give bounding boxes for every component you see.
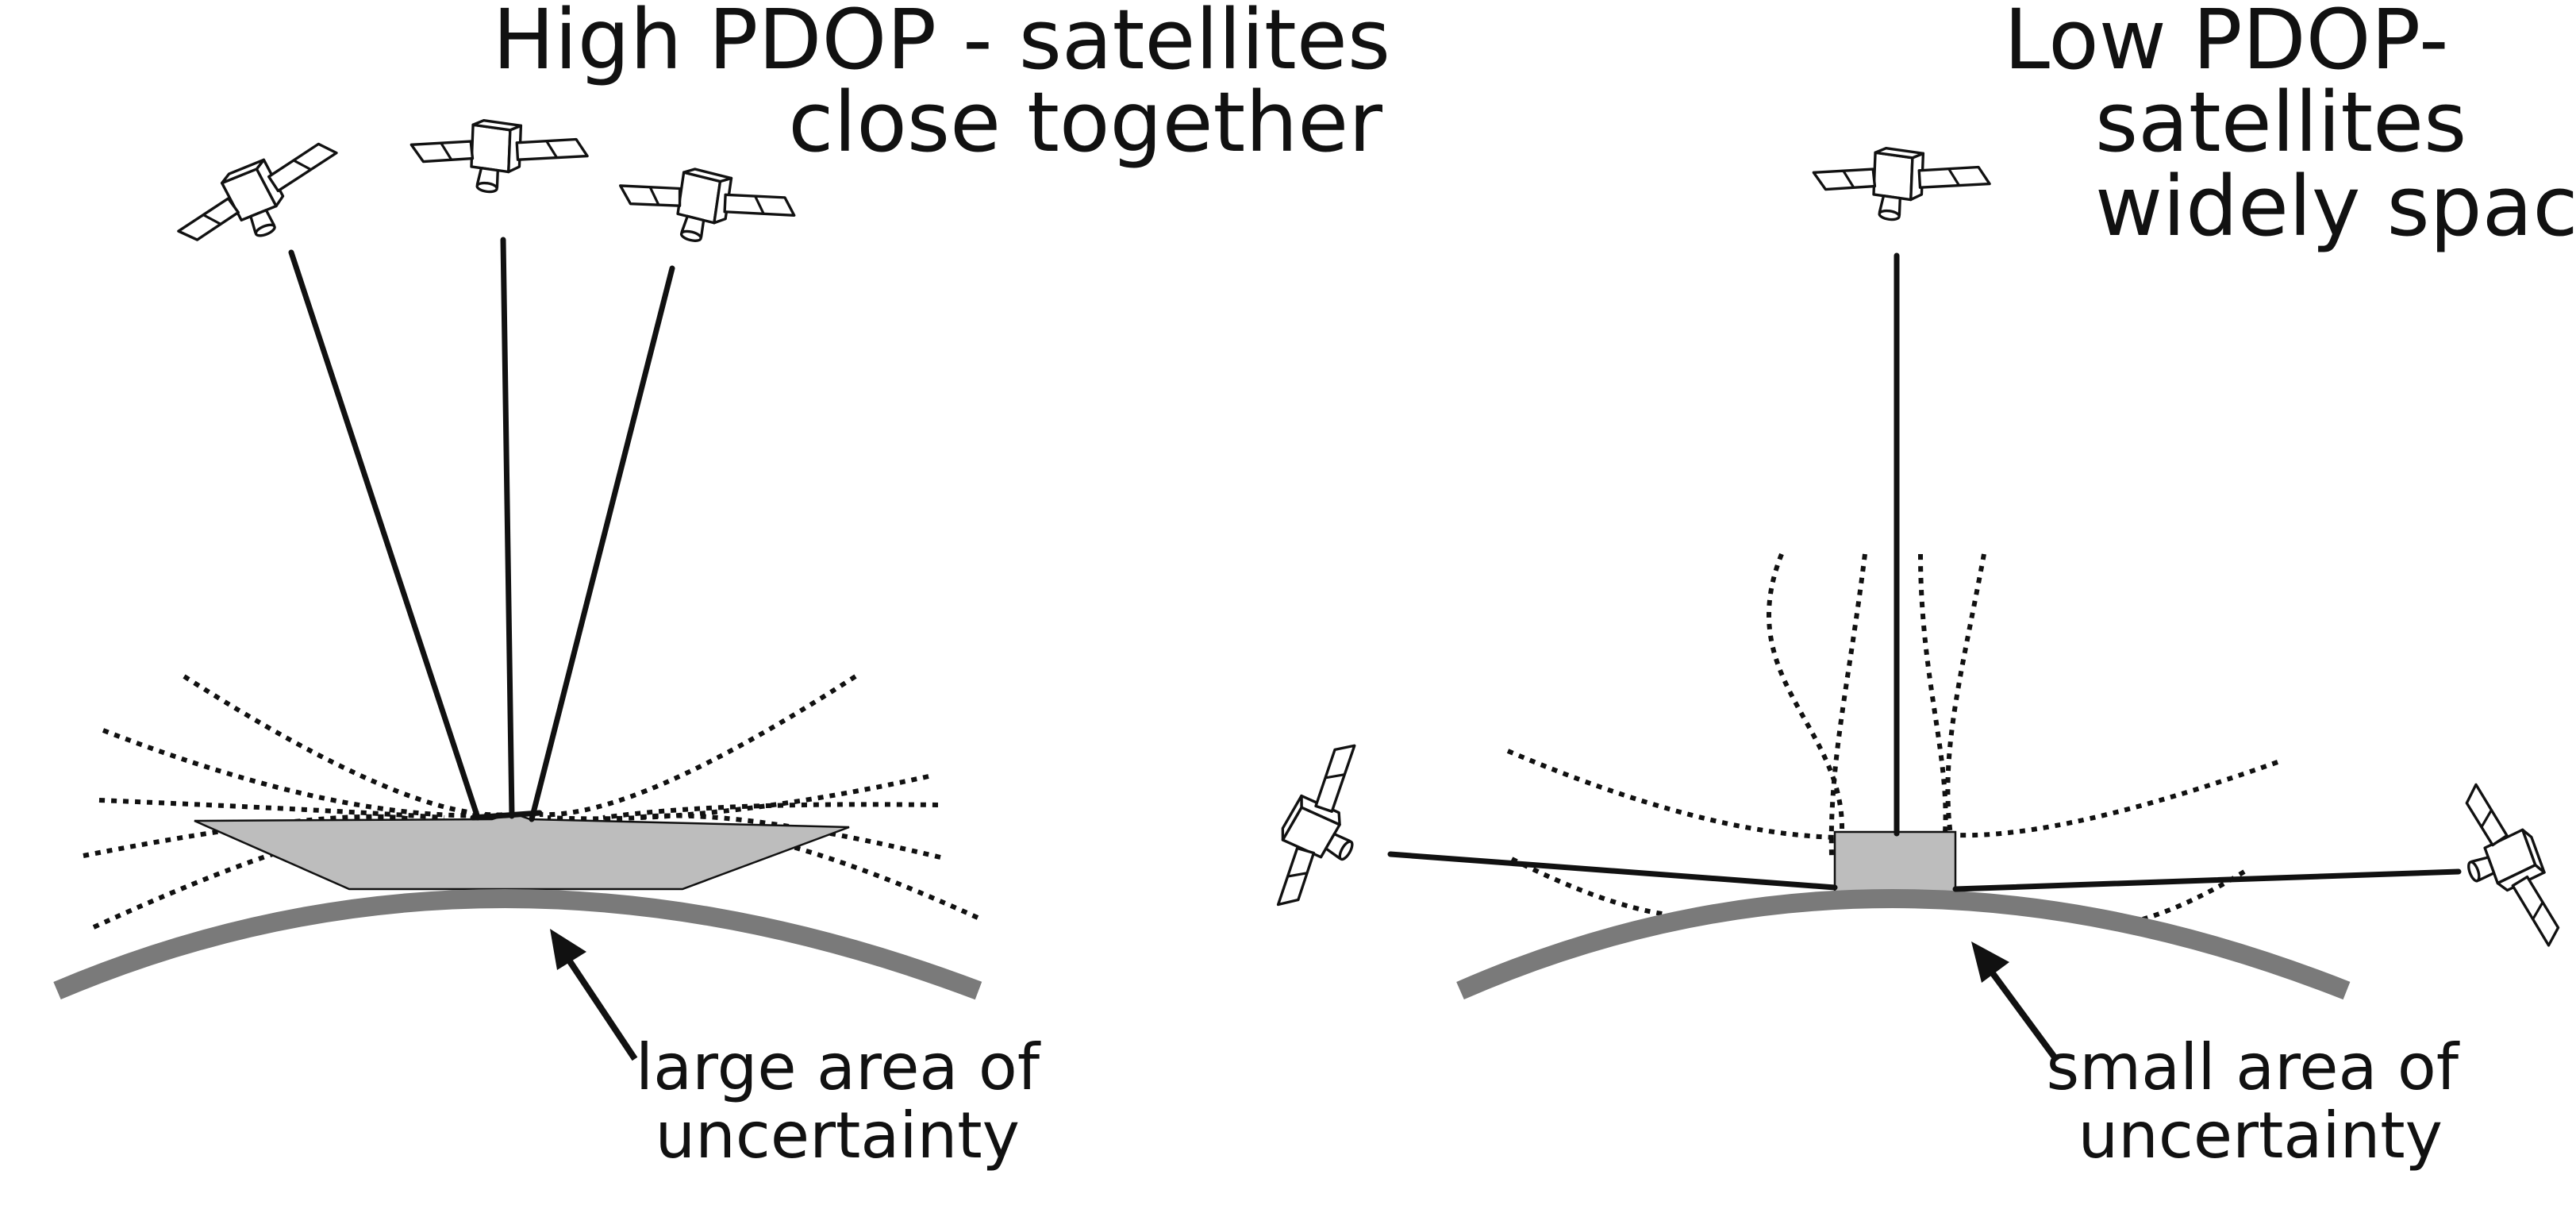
- satellite-icon: [405, 110, 592, 206]
- large-uncertainty-area: [194, 811, 850, 891]
- satellite-icon: [1247, 733, 1399, 924]
- satellite-icon: [1807, 137, 1994, 234]
- right-panel: Low PDOP- satellites widely spaced: [1247, 0, 2576, 1172]
- satellite-icon: [164, 132, 356, 266]
- right-caption-line2: uncertainty: [2078, 1099, 2443, 1172]
- left-caption-line2: uncertainty: [655, 1099, 1020, 1172]
- right-title-line1: Low PDOP-: [2004, 0, 2448, 88]
- left-title-line1: High PDOP - satellites: [493, 0, 1390, 88]
- right-pointer-arrow-icon: [1971, 941, 2060, 1063]
- left-title-line2: close together: [788, 74, 1382, 171]
- satellite-icon: [2440, 772, 2570, 964]
- satellite-icon: [610, 151, 801, 265]
- left-earth-surface: [53, 889, 982, 1000]
- left-panel: High PDOP - satellites close together: [53, 0, 1390, 1172]
- right-title-line3: widely spaced: [2095, 158, 2576, 255]
- right-caption-line1: small area of: [2047, 1030, 2460, 1104]
- right-range-arcs: [1506, 553, 2279, 922]
- left-signal-lines: [288, 237, 675, 822]
- left-caption-line1: large area of: [636, 1030, 1041, 1104]
- right-signal-lines: [1387, 252, 2462, 892]
- left-pointer-arrow-icon: [550, 929, 638, 1061]
- right-title-line2: satellites: [2095, 74, 2466, 171]
- right-earth-surface: [1456, 889, 2351, 1000]
